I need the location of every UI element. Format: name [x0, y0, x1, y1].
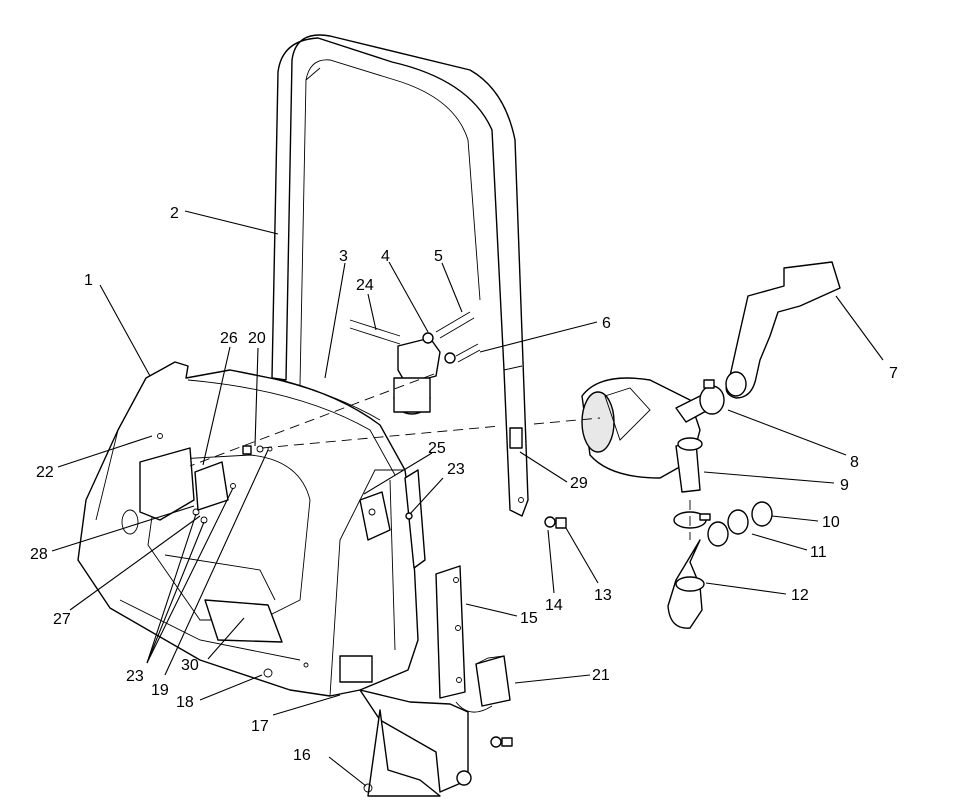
callout-14: 14 [545, 597, 563, 614]
callout-27: 27 [53, 611, 71, 628]
callout-28: 28 [30, 546, 48, 563]
intake-duct [725, 261, 841, 399]
alignment-lines [189, 373, 691, 540]
callout-10: 10 [822, 514, 840, 531]
callout-3: 3 [339, 248, 348, 265]
leader-lines [51, 210, 884, 787]
air-cleaner [581, 377, 709, 493]
callout-16: 16 [293, 747, 311, 764]
callout-24: 24 [356, 277, 374, 294]
callout-29: 29 [570, 475, 588, 492]
latch-bracket [359, 491, 413, 541]
callout-26: 26 [220, 330, 238, 347]
fuel-filter-assembly [349, 311, 481, 415]
callout-1: 1 [84, 272, 93, 289]
callout-4: 4 [381, 248, 390, 265]
callout-5: 5 [434, 248, 443, 265]
callout-19: 19 [151, 682, 169, 699]
callout-labels: 1 2 3 4 5 6 7 8 9 10 11 12 13 14 15 16 1… [30, 205, 898, 764]
callout-23-left: 23 [126, 668, 144, 685]
callout-12: 12 [791, 587, 809, 604]
bolt-and-washer [544, 516, 567, 529]
callout-11: 11 [810, 544, 827, 561]
solenoid [455, 655, 511, 713]
callout-13: 13 [594, 587, 612, 604]
callout-18: 18 [176, 694, 194, 711]
callout-25: 25 [428, 440, 446, 457]
callout-2: 2 [170, 205, 179, 222]
clamp-8 [699, 379, 725, 415]
callout-20: 20 [248, 330, 266, 347]
callout-15: 15 [520, 610, 538, 627]
callout-30: 30 [181, 657, 199, 674]
callout-17: 17 [251, 718, 269, 735]
bracket-assembly [139, 433, 236, 524]
base-frame [359, 689, 513, 797]
rops-frame [271, 34, 529, 517]
lower-hose-assembly [667, 501, 773, 629]
lower-panel [204, 599, 283, 643]
mount-bracket [435, 565, 466, 699]
callout-7: 7 [889, 365, 898, 382]
callout-23-right: 23 [447, 461, 465, 478]
callout-8: 8 [850, 454, 859, 471]
hood-body [77, 361, 426, 697]
callout-21: 21 [592, 667, 610, 684]
callout-6: 6 [602, 315, 611, 332]
callout-22: 22 [36, 464, 54, 481]
callout-9: 9 [840, 477, 849, 494]
small-hardware [263, 662, 309, 678]
